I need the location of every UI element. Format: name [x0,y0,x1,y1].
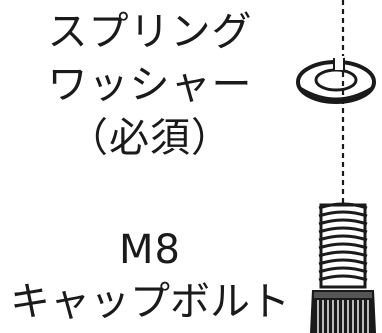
bolt-label-line-2: キャップボルト [10,279,290,325]
washer-label-line-2: ワッシャー [47,62,253,108]
washer-label-line-3: （必須） [68,115,232,161]
cap-bolt-icon [310,202,376,333]
washer-label-line-1: スプリング [47,9,253,55]
bolt-label-line-1: M8 [119,227,181,273]
spring-washer-icon [296,56,376,104]
spring-washer-label: スプリング ワッシャー （必須） [0,6,300,165]
cap-bolt-label: M8 キャップボルト [0,224,300,328]
